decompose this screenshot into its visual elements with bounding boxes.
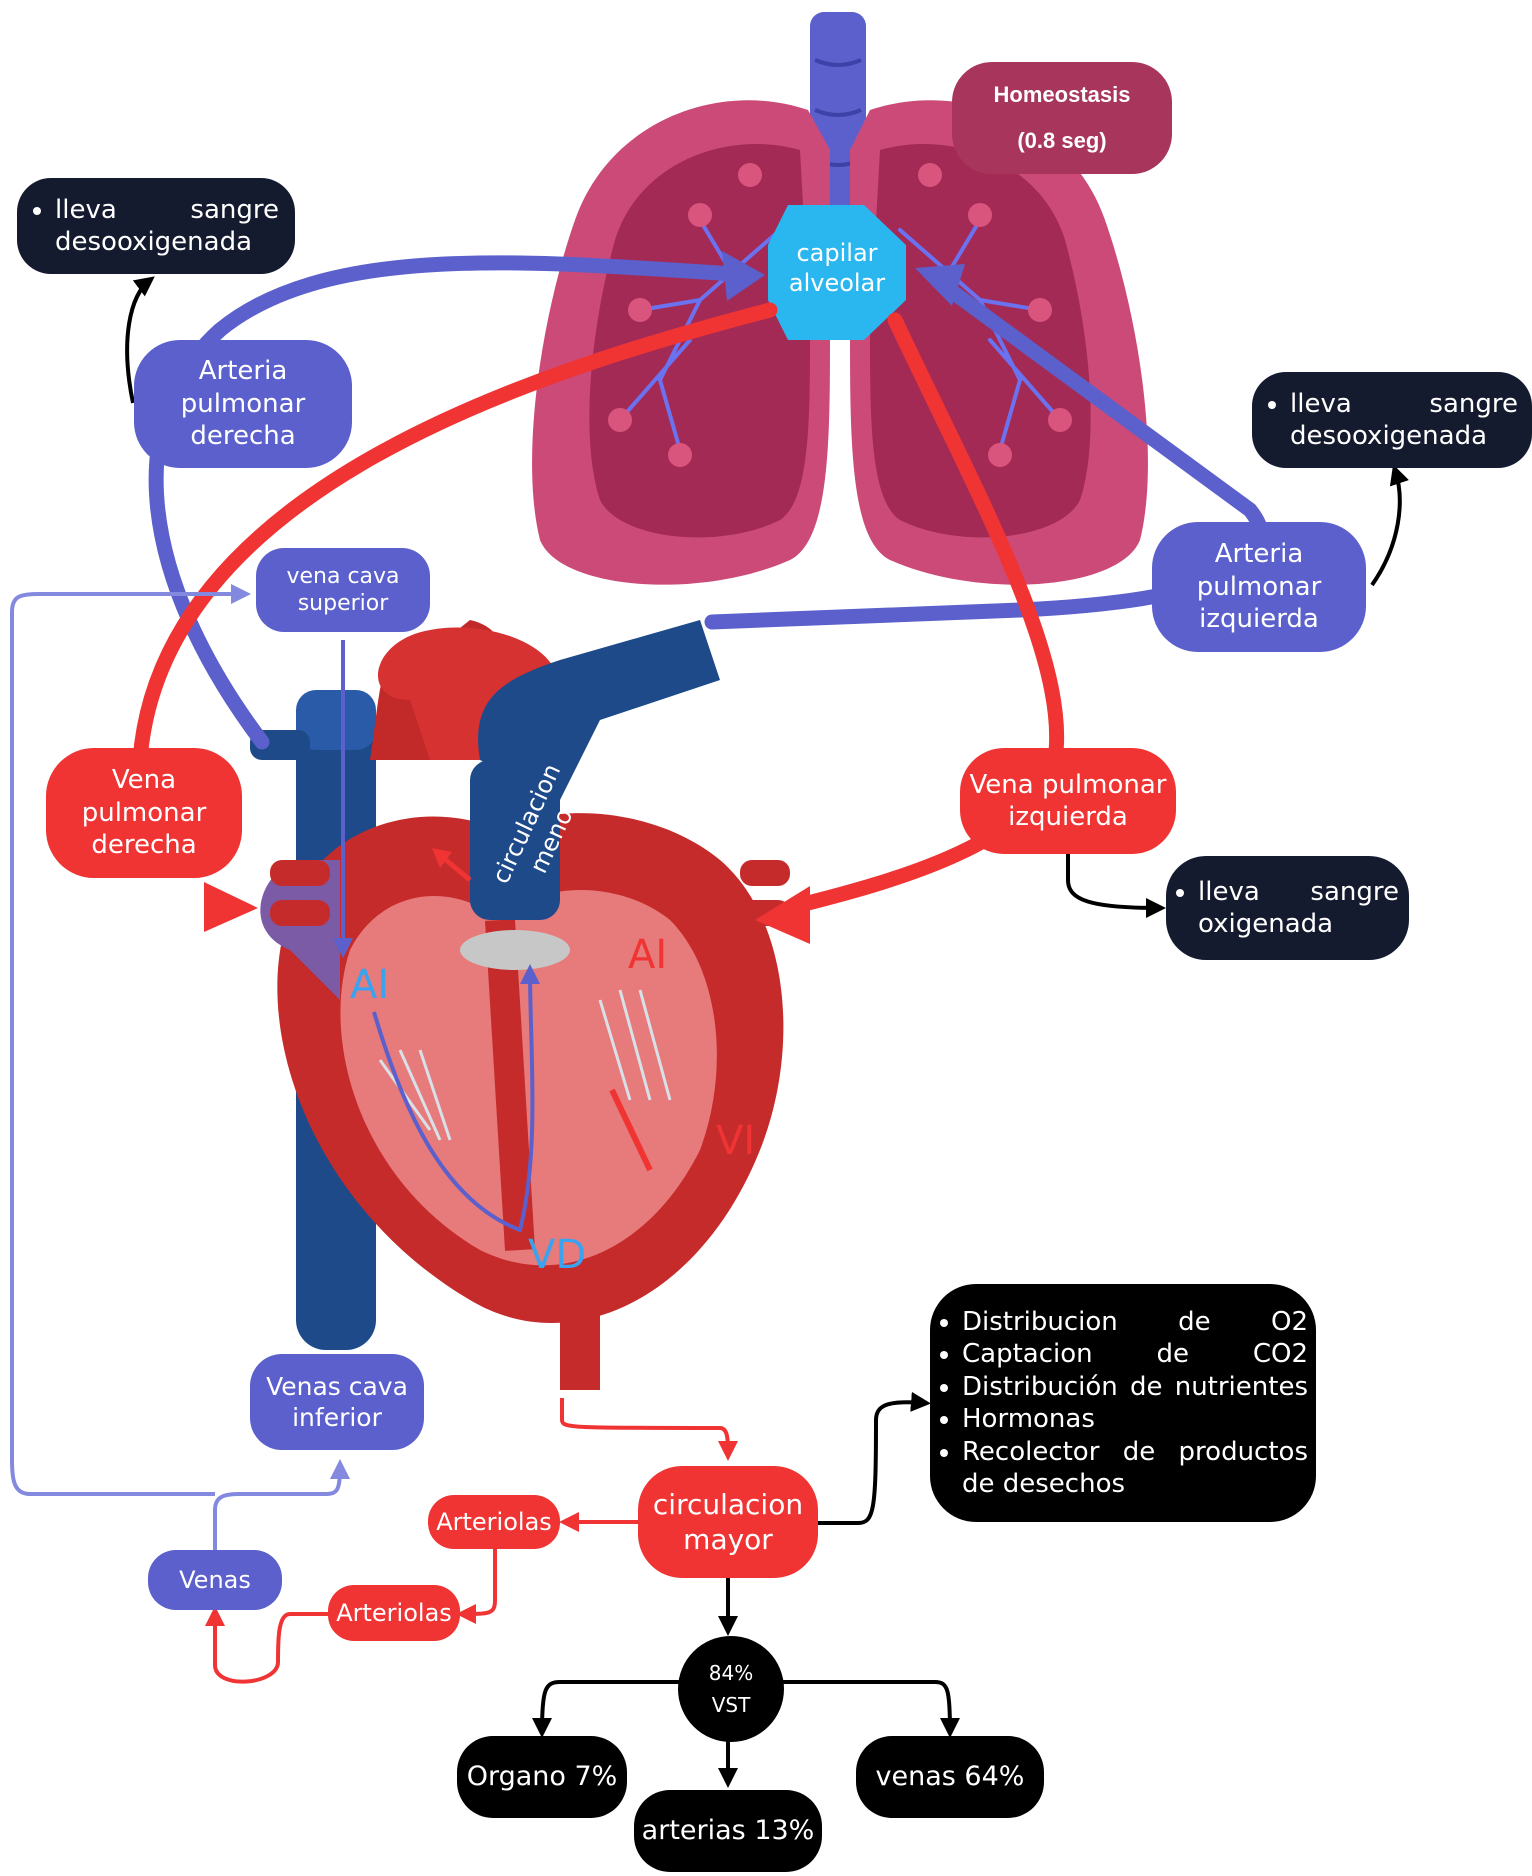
capilar-alveolar-node [768, 205, 906, 340]
arteria-pulmonar-izquierda-node: Arteria pulmonar izquierda [1152, 522, 1366, 652]
right-top-note: lleva sangre desooxigenada [1252, 372, 1532, 468]
function-item: Recolector de productos de desechos [962, 1436, 1308, 1501]
lungs-illustration [532, 12, 1148, 585]
homeostasis-badge: Homeostasis (0.8 seg) [952, 62, 1172, 174]
vst-label: VST [711, 1693, 751, 1717]
capilar-alveolar-label: capilar alveolar [788, 239, 886, 297]
organo-node: Organo 7% [457, 1736, 627, 1818]
vena-cava-superior-node: vena cava superior [256, 548, 430, 632]
arterias-node: arterias 13% [634, 1790, 822, 1872]
heart-label-ai-left: AI [350, 962, 390, 1008]
functions-box: Distribucion de O2 Captacion de CO2 Dist… [930, 1284, 1316, 1522]
right-top-note-text: lleva sangre desooxigenada [1290, 388, 1518, 453]
vst-node: 84% VST [678, 1636, 784, 1742]
heart-illustration [250, 620, 790, 1390]
venas-node: Venas [148, 1550, 282, 1610]
circulacion-mayor-node: circulacion mayor [638, 1466, 818, 1578]
heart-label-vd: VD [528, 1232, 587, 1278]
functions-list: Distribucion de O2 Captacion de CO2 Dist… [932, 1306, 1308, 1501]
right-mid-note: lleva sangre oxigenada [1166, 856, 1409, 960]
arteriolas-node-1: Arteriolas [428, 1495, 560, 1549]
homeostasis-title: Homeostasis [993, 82, 1131, 107]
vena-pulmonar-derecha-node: Vena pulmonar derecha [46, 748, 242, 878]
heart-label-ai-right: AI [628, 932, 668, 978]
function-item: Hormonas [962, 1403, 1308, 1436]
function-item: Distribucion de O2 [962, 1306, 1308, 1339]
homeostasis-time: (0.8 seg) [1017, 128, 1107, 153]
venas-percent-node: venas 64% [856, 1736, 1044, 1818]
arteria-pulmonar-derecha-node: Arteria pulmonar derecha [134, 340, 352, 468]
function-item: Distribución de nutrientes [962, 1371, 1308, 1404]
heart-label-vi: VI [716, 1118, 756, 1164]
left-top-note-text: lleva sangre desooxigenada [55, 194, 279, 259]
vena-pulmonar-izquierda-node: Vena pulmonar izquierda [960, 748, 1176, 854]
arteriolas-node-2: Arteriolas [328, 1585, 460, 1641]
right-mid-note-text: lleva sangre oxigenada [1198, 876, 1399, 941]
venas-cava-inferior-node: Venas cava inferior [250, 1354, 424, 1450]
vst-percent: 84% [708, 1661, 754, 1685]
left-top-note: lleva sangre desooxigenada [17, 178, 295, 274]
function-item: Captacion de CO2 [962, 1338, 1308, 1371]
